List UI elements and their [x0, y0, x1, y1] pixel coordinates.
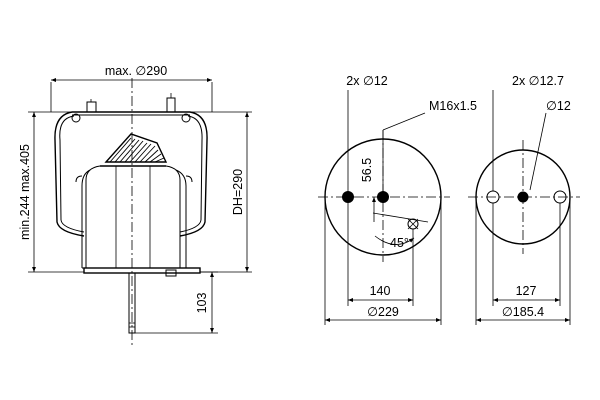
dim-angle-label: 45° [390, 236, 409, 250]
bumper-hatched [104, 133, 168, 163]
dim-top-hole-spacing: 140 [347, 203, 414, 306]
dim-height-range: min.244 max.405 [18, 111, 84, 273]
side-view: max. ∅290 min.244 max.405 DH=290 103 [18, 64, 252, 345]
dim-fitting-offset-label: 56.5 [360, 158, 374, 182]
dim-top-plate-diameter-label: ∅229 [367, 305, 399, 319]
bottom-center-hole [517, 191, 529, 203]
top-hole-spec-label: 2x ∅12 [346, 74, 388, 88]
top-plate-bracket [54, 111, 208, 237]
thread-spec-label: M16x1.5 [429, 99, 477, 113]
leader-thread: M16x1.5 [382, 99, 477, 191]
dim-stud-length-label: 103 [195, 293, 209, 314]
dim-angle: 45° [374, 235, 415, 250]
dim-design-height: DH=290 [190, 111, 252, 273]
leader-top-holes: 2x ∅12 [346, 74, 388, 191]
piston-plate [83, 267, 201, 334]
top-plate-view: 2x ∅12 M16x1.5 56.5 45° 140 [318, 74, 477, 325]
center-hole-spec-label: ∅12 [546, 99, 571, 113]
leader-center-hole: ∅12 [529, 99, 571, 191]
bottom-plate-view: 2x ∅12.7 ∅12 127 ∅185.4 [468, 74, 580, 325]
top-mount-hole-left [342, 191, 354, 203]
leader-bottom-holes: 2x ∅12.7 [492, 74, 564, 191]
bottom-hole-spec-label: 2x ∅12.7 [512, 74, 564, 88]
dim-bottom-plate-diameter-label: ∅185.4 [502, 305, 544, 319]
dim-design-height-label: DH=290 [231, 169, 245, 215]
dim-bottom-hole-spacing-label: 127 [516, 284, 537, 298]
dim-max-diameter: max. ∅290 [50, 64, 213, 112]
top-center-stud [377, 191, 389, 203]
top-fittings [86, 93, 176, 113]
dim-top-hole-spacing-label: 140 [370, 284, 391, 298]
dim-stud-length: 103 [135, 271, 218, 334]
dim-bottom-plate-diameter: ∅185.4 [475, 197, 571, 325]
bellows [75, 165, 193, 269]
dim-height-range-label: min.244 max.405 [18, 144, 32, 240]
dim-top-plate-diameter: ∅229 [324, 197, 442, 325]
dim-fitting-offset: 56.5 [360, 158, 376, 222]
dim-max-diameter-label: max. ∅290 [105, 64, 167, 78]
dim-bottom-hole-spacing: 127 [492, 203, 561, 306]
